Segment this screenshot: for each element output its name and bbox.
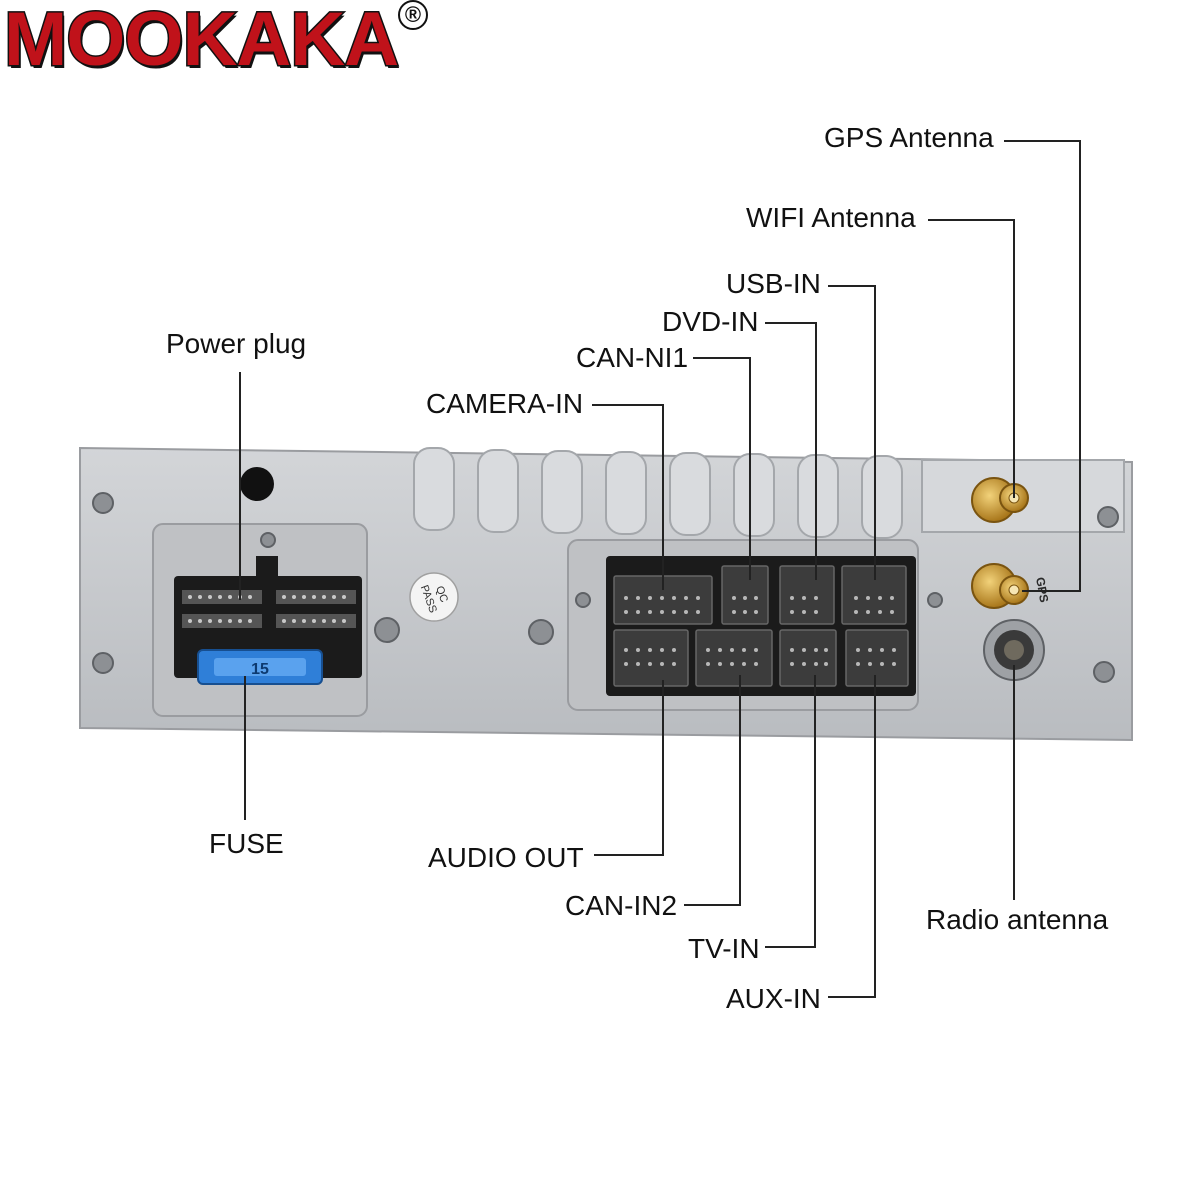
line-wifi xyxy=(928,219,1015,498)
label-tv-in: TV-IN xyxy=(688,933,760,964)
label-gps-antenna: GPS Antenna xyxy=(824,122,994,153)
screws xyxy=(92,492,1119,683)
qc-text: QC xyxy=(433,584,450,604)
line-tv xyxy=(765,675,816,948)
fuse-value: 15 xyxy=(251,661,269,678)
brand-name: MOOKAKA xyxy=(2,0,400,82)
label-aux-in: AUX-IN xyxy=(726,983,821,1014)
heatsink-fins xyxy=(413,447,903,539)
line-camera xyxy=(592,404,664,590)
label-radio-antenna: Radio antenna xyxy=(926,904,1109,935)
gps-antenna-port: GPS xyxy=(971,563,1051,609)
line-dvd xyxy=(765,322,817,580)
label-fuse: FUSE xyxy=(209,828,284,859)
line-canin2 xyxy=(684,675,741,906)
fuse-blade: 15 xyxy=(197,649,323,685)
line-canni1 xyxy=(693,357,751,580)
label-wifi-antenna: WIFI Antenna xyxy=(746,202,916,233)
qc-sticker xyxy=(409,572,459,622)
line-aux xyxy=(828,675,876,998)
radio-antenna-port xyxy=(983,619,1045,681)
av-connector-block xyxy=(606,556,916,696)
line-gps xyxy=(1004,140,1081,592)
line-usb xyxy=(828,285,876,580)
antenna-bay xyxy=(921,459,1125,533)
line-audio xyxy=(594,680,664,856)
label-usb-in: USB-IN xyxy=(726,268,821,299)
label-audio-out: AUDIO OUT xyxy=(428,842,584,873)
gps-port-mark: GPS xyxy=(1033,576,1051,603)
label-can-ni1: CAN-NI1 xyxy=(576,342,689,373)
brand-logo: MOOKAKA xyxy=(2,0,400,79)
registered-mark: ® xyxy=(398,0,428,30)
label-dvd-in: DVD-IN xyxy=(662,306,759,337)
label-camera-in: CAMERA-IN xyxy=(426,388,584,419)
label-can-in2: CAN-IN2 xyxy=(565,890,678,921)
label-power-plug: Power plug xyxy=(166,328,307,359)
panel-hole xyxy=(240,467,274,501)
leader-lines xyxy=(239,140,1081,998)
